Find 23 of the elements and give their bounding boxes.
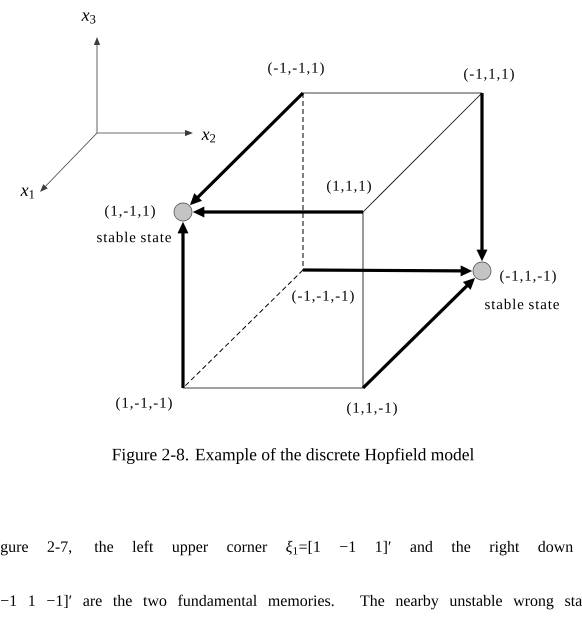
cube-edge	[302, 92, 482, 94]
state-circle	[174, 202, 192, 222]
axis-label: x$_{3}$	[81, 12, 96, 24]
coordinate-label: (1,1,-1)	[347, 402, 397, 416]
figure-caption: Figure 2-8. Example of the discrete Hopfield model	[112, 448, 474, 464]
cube-edge	[362, 92, 482, 212]
coordinate-label: (-1,1,1)	[464, 68, 514, 82]
coordinate-label: (1,-1,-1)	[116, 397, 172, 411]
state-circle	[472, 262, 492, 280]
body-text: −1 1 −1]′ are the two fundamental memories. The nearby unstable wrong sta	[1, 594, 582, 610]
body-text: gure 2-7, the left upper corner ξ$_{1}$=[1 −1 1]′ and the right down	[0, 540, 573, 556]
axis-label: x$_{2}$	[201, 132, 216, 142]
coordinate-label: (-1,-1,1)	[268, 62, 324, 76]
coordinate-label: (1,-1,1)	[105, 205, 155, 219]
cube-edge	[362, 212, 364, 388]
coordinate-label: (-1,-1,-1)	[292, 290, 354, 304]
dashed-edge	[182, 270, 304, 388]
state-label: stable state	[485, 298, 559, 310]
dashed-edge	[302, 92, 304, 270]
axis-label: x$_{1}$	[20, 188, 34, 198]
state-label: stable state	[97, 232, 171, 242]
coordinate-label: (-1,1,-1)	[500, 270, 556, 284]
coordinate-label: (1,1,1)	[327, 180, 371, 194]
